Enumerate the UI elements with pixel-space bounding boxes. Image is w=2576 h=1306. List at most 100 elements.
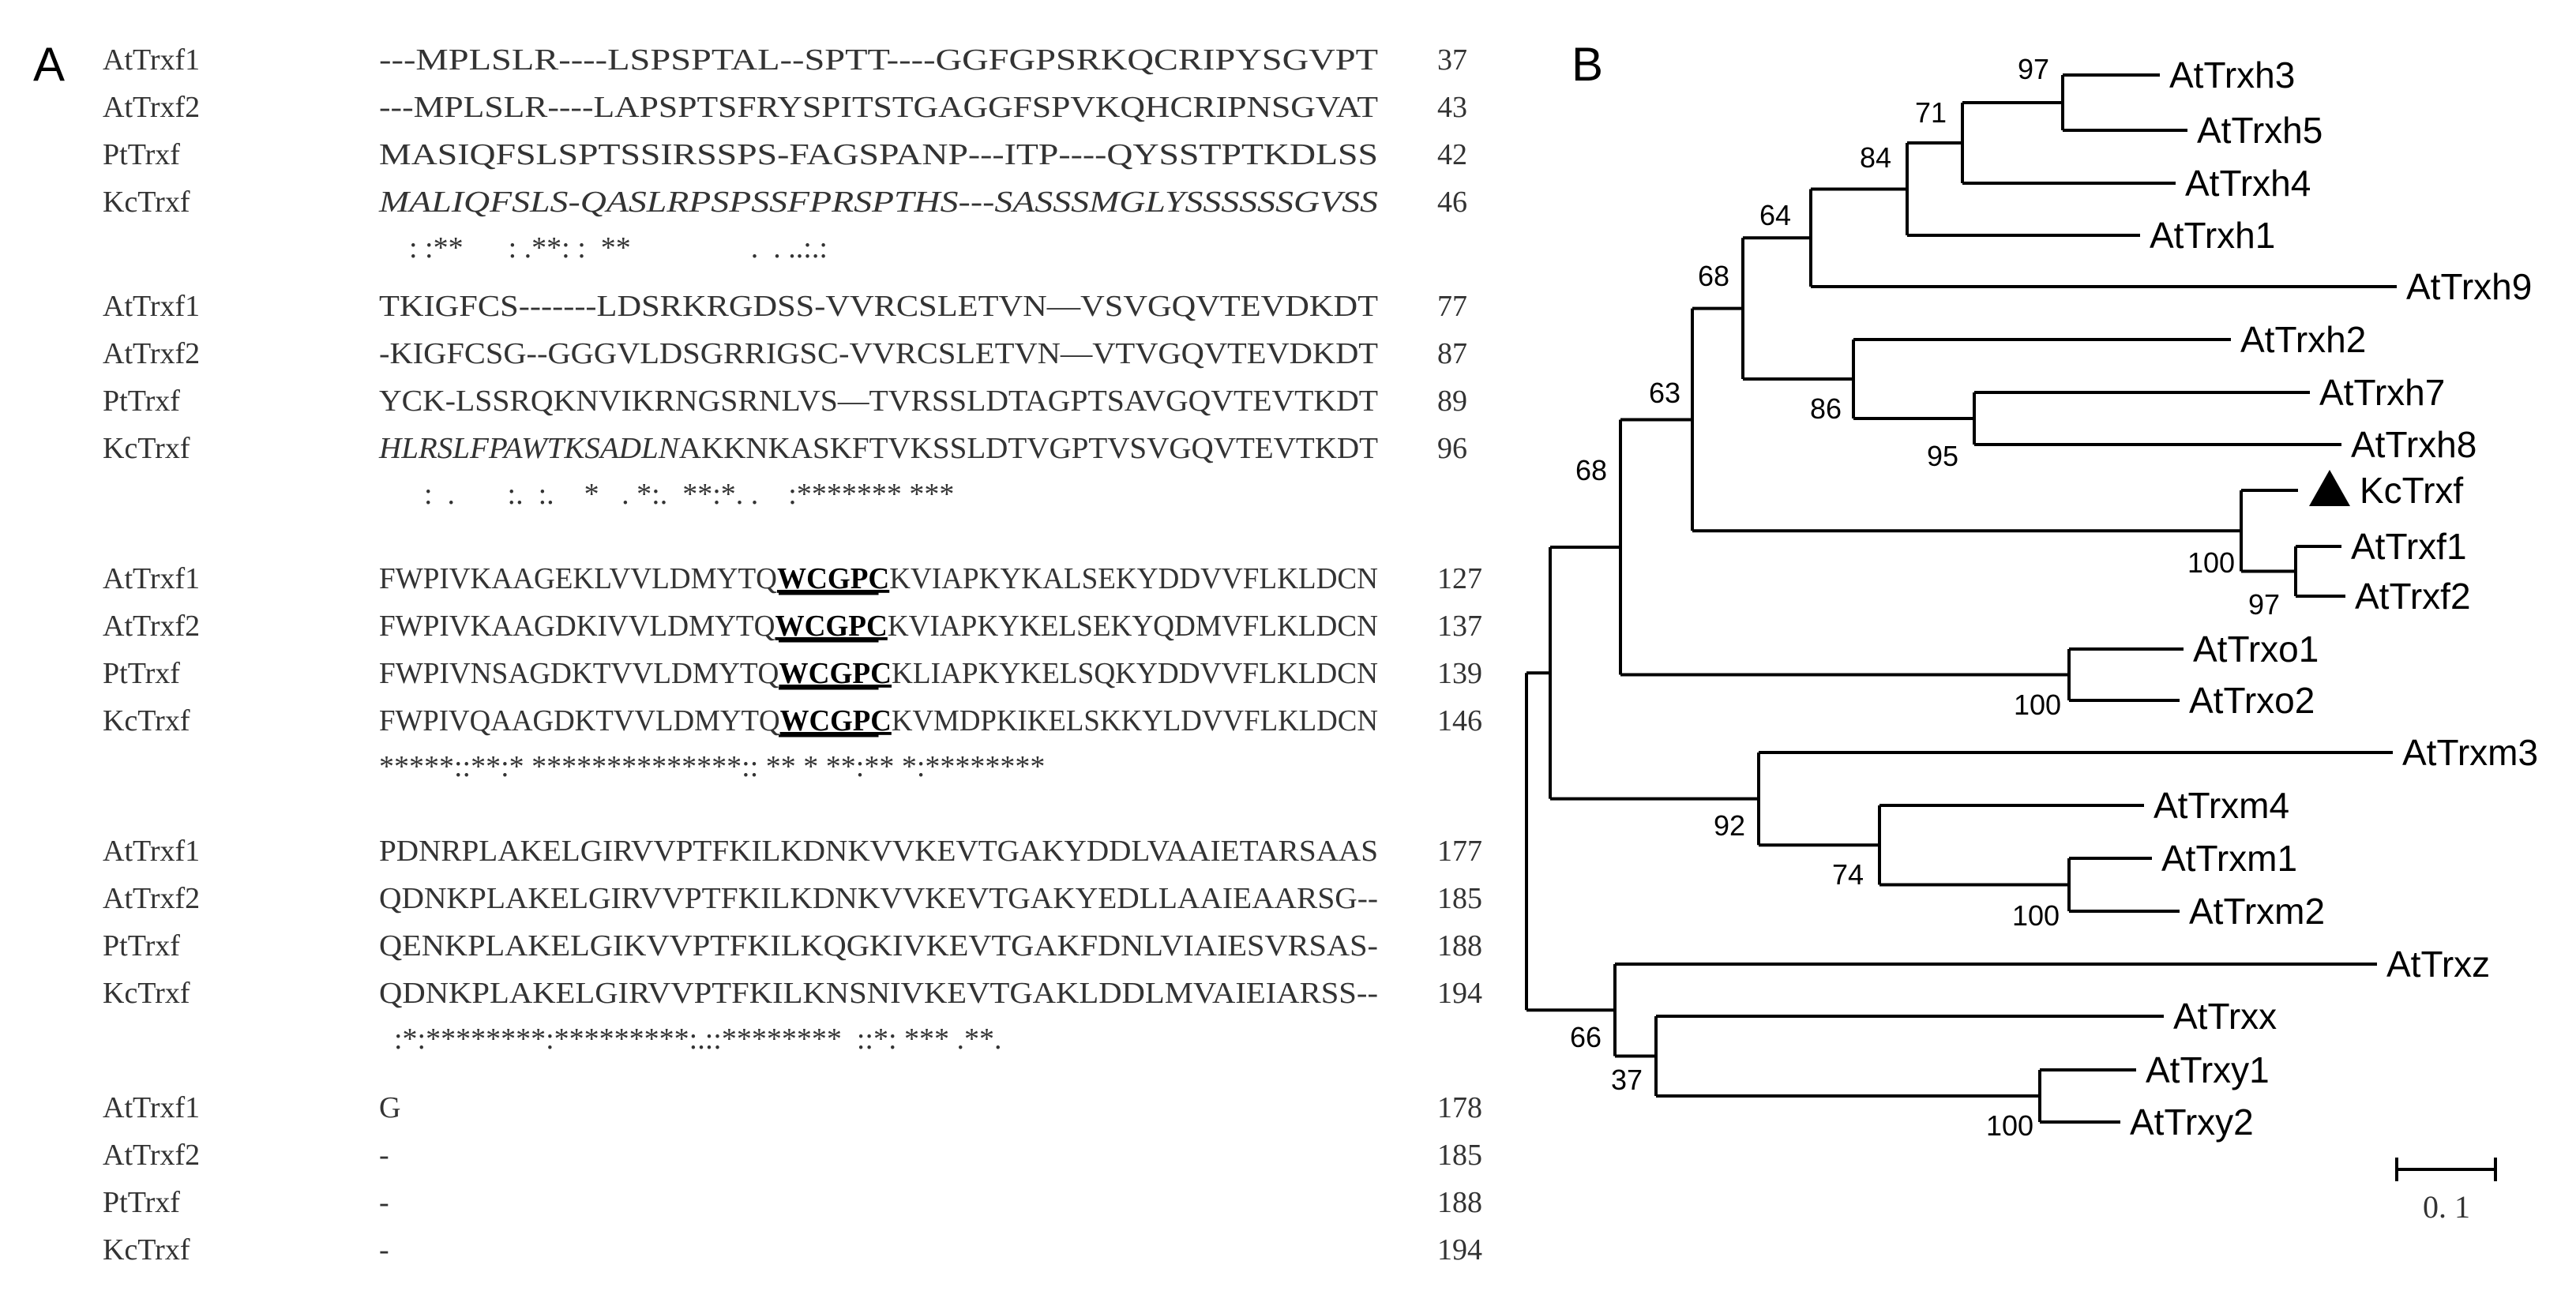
leaf-label: AtTrxf2 [2355,576,2471,617]
leaf-label: AtTrxo2 [2189,680,2315,721]
bootstrap-value: 66 [1570,1021,1602,1053]
residue-count: 89 [1437,385,1467,418]
bootstrap-value: 37 [1611,1064,1643,1096]
bootstrap-value: 100 [2012,899,2060,932]
sequence-name: KcTrxf [103,704,190,737]
bootstrap-value: 68 [1698,260,1729,292]
leaf-label: AtTrxh5 [2197,110,2323,151]
residue-count: 194 [1437,977,1482,1010]
sequence-name: AtTrxf1 [103,290,200,323]
conservation-line: :*:********:*********:.::******** ::*: *… [379,1023,1002,1056]
leaf-label: AtTrxm2 [2189,891,2325,932]
sequence-residues: FWPIVKAAGEKLVVLDMYTQWCGPCKVIAPKYKALSEKYD… [379,562,1378,595]
residue-count: 137 [1437,610,1482,643]
leaf-label: AtTrxh4 [2185,163,2311,204]
sequence-name: PtTrxf [103,929,180,963]
sequence-name: PtTrxf [103,657,180,690]
sequence-residues: - [379,1139,389,1172]
leaf-label: AtTrxh1 [2150,215,2275,256]
leaf-label: AtTrxh7 [2319,372,2445,413]
residue-count: 194 [1437,1233,1482,1267]
residue-count: 146 [1437,704,1482,737]
sequence-residues: YCK-LSSRQKNVIKRNGSRNLVS—TVRSSLDTAGPTSAVG… [379,385,1378,418]
bootstrap-value: 71 [1915,96,1947,129]
bootstrap-value: 64 [1759,199,1791,231]
residue-count: 96 [1437,432,1467,465]
bootstrap-value: 100 [2014,689,2061,721]
sequence-name: AtTrxf2 [103,337,200,370]
alignment-panel: A AtTrxf1 ---MPLSLR----LSPSPTAL--SPTT----… [33,38,1482,1267]
tree-branches [1525,73,2397,1124]
sequence-residues: MASIQFSLSPTSSIRSSPS-FAGSPANP---ITP----QY… [379,138,1378,171]
sequence-residues: FWPIVQAAGDKTVVLDMYTQWCGPCKVMDPKIKELSKKYL… [379,704,1378,737]
bootstrap-value: 68 [1575,454,1607,486]
leaf-label: AtTrxm4 [2154,785,2289,826]
bootstrap-value: 86 [1810,392,1842,425]
sequence-name: KcTrxf [103,186,190,219]
sequence-residues: ---MPLSLR----LAPSPTSFRYSPITSTGAGGFSPVKQH… [379,91,1378,124]
bootstrap-value: 100 [2187,546,2235,579]
sequence-residues: - [379,1233,389,1267]
sequence-name: KcTrxf [103,1233,190,1267]
bootstrap-value: 100 [1986,1109,2033,1142]
sequence-residues: TKIGFCS-------LDSRKRGDSS-VVRCSLETVN—VSVG… [379,290,1378,323]
leaf-label: KcTrxf [2360,470,2463,511]
sequence-residues: G [379,1091,400,1124]
sequence-name: AtTrxf2 [103,1139,200,1172]
residue-count: 139 [1437,657,1482,690]
sequence-residues: -KIGFCSG--GGGVLDSGRRIGSC-VVRCSLETVN—VTVG… [379,337,1378,370]
scale-bar-label: 0. 1 [2423,1189,2470,1225]
sequence-residues: ---MPLSLR----LSPSPTAL--SPTT----GGFGPSRKQ… [379,43,1378,77]
phylogenetic-tree-panel: B AtTrxh3AtTrxh5AtTrxh4AtTrxh1AtTrxh9AtT… [1525,38,2538,1225]
residue-count: 177 [1437,835,1482,868]
sequence-name: AtTrxf1 [103,562,200,595]
bootstrap-value: 84 [1860,141,1891,174]
residue-count: 37 [1437,43,1467,77]
conservation-line: : :** : .**: : ** . . ..:.: [379,231,828,265]
leaf-label: AtTrxz [2386,944,2490,985]
sequence-residues: FWPIVKAAGDKIVVLDMYTQWCGPCKVIAPKYKELSEKYQ… [379,610,1378,643]
alignment-rows: AtTrxf1 ---MPLSLR----LSPSPTAL--SPTT----GG… [103,43,1482,1267]
bootstrap-value: 92 [1714,809,1745,842]
sequence-name: AtTrxf2 [103,91,200,124]
residue-count: 188 [1437,1186,1482,1219]
bootstrap-value: 97 [2248,588,2280,621]
sequence-name: AtTrxf1 [103,1091,200,1124]
sequence-name: PtTrxf [103,385,180,418]
sequence-residues: QENKPLAKELGIKVVPTFKILKQGKIVKEVTGAKFDNLVI… [379,929,1378,963]
leaf-label: AtTrxf1 [2351,526,2467,567]
residue-count: 188 [1437,929,1482,963]
sequence-name: KcTrxf [103,432,190,465]
residue-count: 42 [1437,138,1467,171]
bootstrap-value: 63 [1649,377,1680,409]
leaf-label: AtTrxm3 [2402,732,2538,773]
leaf-label: AtTrxh8 [2351,424,2476,465]
sequence-name: AtTrxf1 [103,835,200,868]
sequence-residues: FWPIVNSAGDKTVVLDMYTQWCGPCKLIAPKYKELSQKYD… [379,657,1378,690]
sequence-residues: QDNKPLAKELGIRVVPTFKILKNSNIVKEVTGAKLDDLMV… [379,977,1378,1010]
leaf-label: AtTrxy1 [2146,1049,2270,1090]
conservation-line: : . :. :. * . *:. **:*. . :******* *** [379,478,954,511]
bootstrap-value: 95 [1927,440,1958,472]
residue-count: 185 [1437,882,1482,915]
leaf-label: AtTrxh9 [2406,266,2532,307]
panel-b-letter: B [1572,38,1603,91]
panel-a-letter: A [33,38,65,91]
sequence-residues: QDNKPLAKELGIRVVPTFKILKDNKVVKEVTGAKYEDLLA… [379,882,1378,915]
sequence-name: PtTrxf [103,1186,180,1219]
residue-count: 46 [1437,186,1467,219]
bootstrap-value: 97 [2018,53,2049,85]
residue-count: 178 [1437,1091,1482,1124]
residue-count: 127 [1437,562,1482,595]
sequence-residues: - [379,1186,389,1219]
leaf-label: AtTrxx [2173,996,2277,1037]
leaf-label: AtTrxh3 [2169,54,2295,96]
leaf-label: AtTrxh2 [2240,319,2366,360]
residue-count: 43 [1437,91,1467,124]
conservation-line: *****::**:* **************:: ** * **:** … [379,750,1045,783]
leaf-label: AtTrxy2 [2130,1101,2254,1143]
sequence-name: PtTrxf [103,138,180,171]
residue-count: 77 [1437,290,1467,323]
